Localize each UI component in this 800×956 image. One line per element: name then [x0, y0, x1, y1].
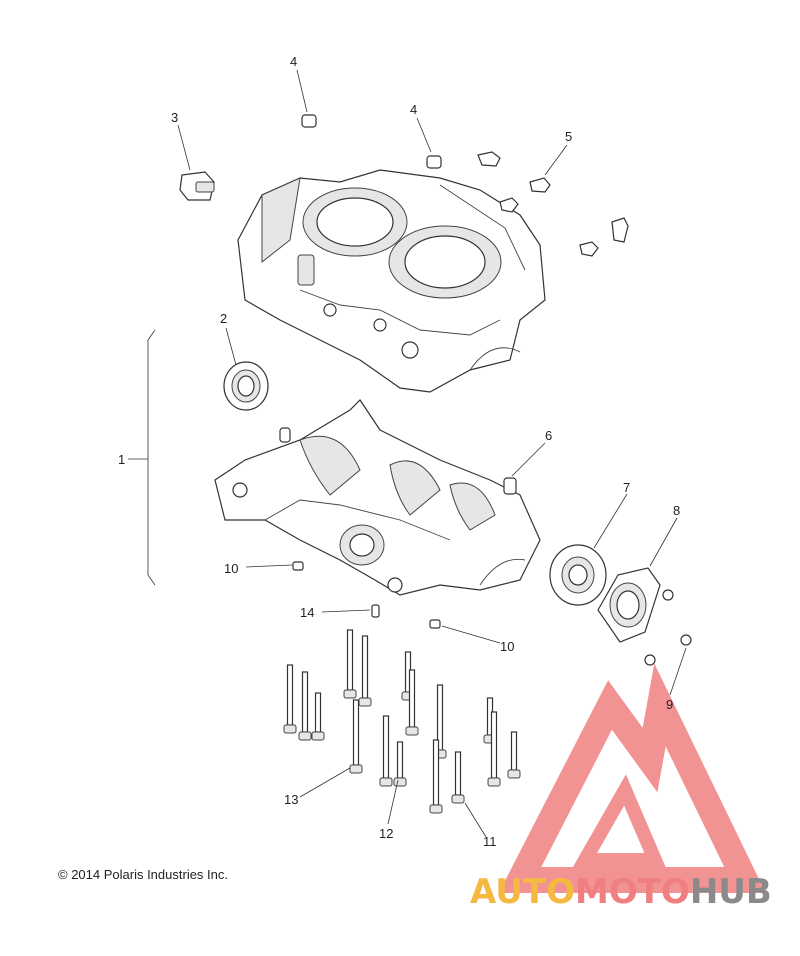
bolt-shaft [286, 664, 294, 726]
callout-2: 2 [220, 311, 227, 326]
callout-numbers: 1 2 3 4 4 5 6 7 8 9 10 10 11 12 13 14 [118, 54, 680, 849]
bolt-head [507, 769, 521, 779]
callout-11: 11 [483, 834, 497, 849]
callout-1: 1 [118, 452, 125, 467]
part-14-bolt [371, 604, 380, 618]
part-10-dowel [429, 619, 441, 629]
part-3-sensor [179, 171, 215, 201]
callout-4: 4 [410, 102, 417, 117]
bolt-shaft [510, 731, 518, 771]
bolt-shaft [346, 629, 354, 691]
bolt-head [393, 777, 407, 787]
bolt-head [283, 724, 297, 734]
part-10-dowel [292, 561, 304, 571]
part-5-fittings [477, 151, 629, 257]
bolt-shaft [490, 711, 498, 779]
brand-hub: HUB [690, 872, 772, 912]
bolt-head [358, 697, 372, 707]
copyright-notice: © 2014 Polaris Industries Inc. [58, 867, 228, 882]
bolt-shaft [454, 751, 462, 796]
part-2-seal [223, 361, 269, 411]
bolt-head [298, 731, 312, 741]
brand-auto: AUTO [470, 872, 575, 912]
bolt-shaft [352, 699, 360, 766]
bolt-shaft [314, 692, 322, 733]
brand-wordmark: AUTOMOTOHUB [470, 872, 772, 912]
bolt-head [343, 689, 357, 699]
bolt-head [405, 726, 419, 736]
bolt-shaft [396, 741, 404, 779]
callout-3: 3 [171, 110, 178, 125]
callout-14: 14 [300, 605, 314, 620]
part-8-cover [597, 567, 661, 643]
bolt-shaft [408, 669, 416, 728]
upper-crankcase [237, 169, 546, 393]
bolt-shaft [432, 739, 440, 806]
dowel [279, 427, 291, 443]
bolt-shaft [301, 671, 309, 733]
callout-13: 13 [284, 792, 298, 807]
bolt-head [451, 794, 465, 804]
bolt-shaft [382, 715, 390, 779]
bolt-head [429, 804, 443, 814]
callout-4: 4 [290, 54, 297, 69]
callout-5: 5 [565, 129, 572, 144]
callout-6: 6 [545, 428, 552, 443]
callout-7: 7 [623, 480, 630, 495]
callout-10: 10 [224, 561, 238, 576]
callout-8: 8 [673, 503, 680, 518]
bolt-head [349, 764, 363, 774]
automotohub-logo-icon [498, 663, 766, 893]
part-6-dowel [503, 477, 517, 495]
part-4-plug [301, 114, 442, 169]
callout-9: 9 [666, 697, 673, 712]
part-9-screws [644, 589, 692, 666]
bolt-head [487, 777, 501, 787]
part-7-seal [549, 544, 607, 606]
bolt-head [379, 777, 393, 787]
bolt-shaft [361, 635, 369, 699]
callout-10: 10 [500, 639, 514, 654]
lower-crankcase [214, 399, 541, 596]
callout-12: 12 [379, 826, 393, 841]
leader-lines [128, 69, 687, 838]
bolt-set [283, 629, 521, 814]
brand-moto: MOTO [575, 872, 690, 912]
bolt-head [311, 731, 325, 741]
